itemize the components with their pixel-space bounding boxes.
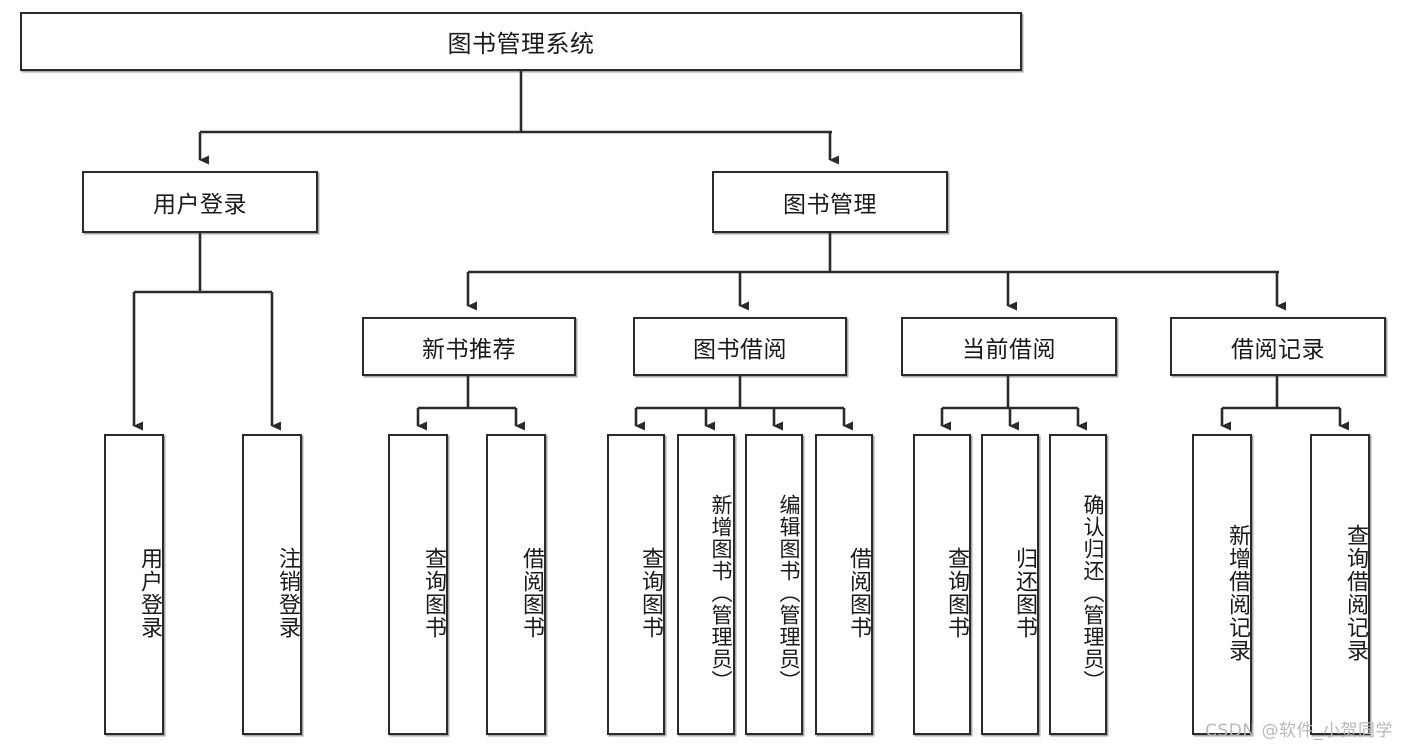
node-new-book-recommend[interactable]: 新书推荐	[362, 317, 576, 376]
node-leaf-edit-book[interactable]: 编辑图书（管理员）	[745, 434, 803, 735]
node-label: 图书借阅	[693, 336, 787, 363]
node-label: 查询图书	[944, 546, 969, 639]
node-leaf-confirm-return[interactable]: 确认归还（管理员）	[1049, 434, 1107, 735]
node-root-system[interactable]: 图书管理系统	[20, 12, 1022, 71]
node-book-management[interactable]: 图书管理	[712, 171, 948, 233]
node-label: 借阅图书	[846, 546, 871, 639]
node-label: 编辑图书（管理员）	[777, 493, 801, 692]
node-label: 查询图书	[638, 546, 663, 639]
node-leaf-logout-login[interactable]: 注销登录	[242, 434, 302, 735]
node-label: 确认归还（管理员）	[1081, 493, 1105, 692]
node-leaf-add-record[interactable]: 新增借阅记录	[1192, 434, 1252, 735]
watermark-text: CSDN @软件_小贺同学	[1205, 721, 1393, 741]
node-leaf-query-book-1[interactable]: 查询图书	[388, 434, 448, 735]
node-user-login[interactable]: 用户登录	[82, 171, 318, 233]
node-label: 新增图书（管理员）	[709, 493, 733, 692]
node-label: 归还图书	[1012, 546, 1037, 639]
node-leaf-user-login[interactable]: 用户登录	[104, 434, 164, 735]
node-label: 新书推荐	[422, 336, 516, 363]
node-leaf-borrow-book-1[interactable]: 借阅图书	[486, 434, 546, 735]
node-leaf-add-book[interactable]: 新增图书（管理员）	[677, 434, 735, 735]
node-label: 用户登录	[137, 546, 162, 639]
node-label: 用户登录	[153, 192, 247, 218]
node-book-borrow[interactable]: 图书借阅	[633, 317, 847, 376]
node-leaf-query-record[interactable]: 查询借阅记录	[1310, 434, 1370, 735]
node-label: 查询图书	[421, 546, 446, 639]
node-label: 图书管理	[783, 192, 877, 218]
node-leaf-query-book-2[interactable]: 查询图书	[607, 434, 665, 735]
node-leaf-return-book[interactable]: 归还图书	[981, 434, 1039, 735]
node-label: 借阅图书	[519, 546, 544, 639]
node-borrow-record[interactable]: 借阅记录	[1170, 317, 1386, 376]
node-label: 当前借阅	[962, 336, 1056, 363]
node-label: 查询借阅记录	[1343, 523, 1368, 662]
node-current-borrow[interactable]: 当前借阅	[901, 317, 1117, 376]
node-leaf-borrow-book-2[interactable]: 借阅图书	[815, 434, 873, 735]
node-label: 图书管理系统	[447, 30, 595, 58]
node-label: 新增借阅记录	[1225, 523, 1250, 662]
node-label: 注销登录	[275, 546, 300, 639]
node-leaf-query-book-3[interactable]: 查询图书	[913, 434, 971, 735]
node-label: 借阅记录	[1231, 336, 1325, 363]
